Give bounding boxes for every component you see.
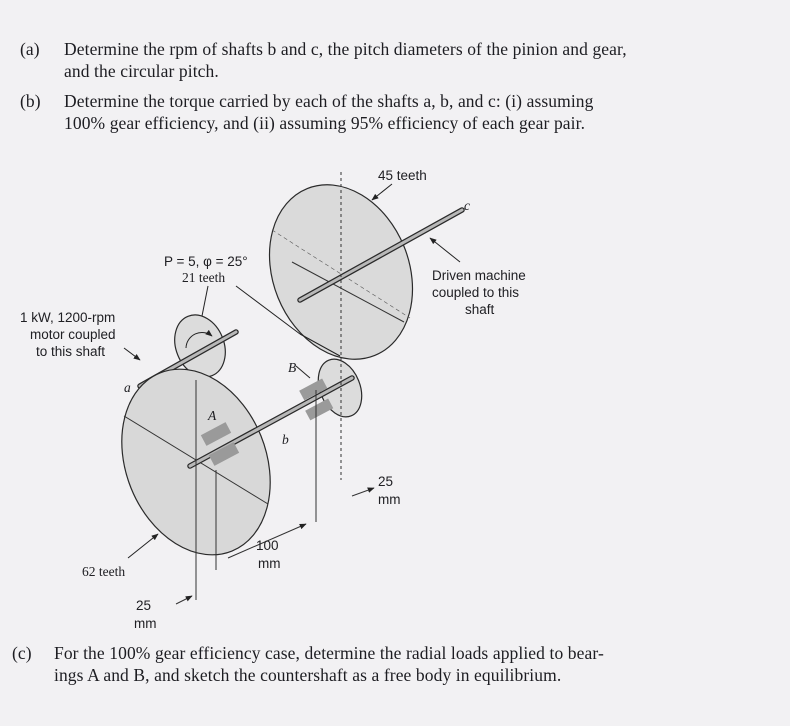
- gear-45-teeth: [268, 184, 414, 360]
- label-driven-1: Driven machine: [432, 268, 526, 283]
- gear-train-figure: 45 teeth c Driven machine coupled to thi…: [20, 168, 526, 631]
- question-c-text: For the 100% gear efficiency case, deter…: [54, 642, 694, 686]
- label-shaft-c: c: [464, 198, 470, 213]
- label-driven-2: coupled to this: [432, 285, 519, 300]
- label-motor-1: 1 kW, 1200-rpm: [20, 310, 115, 325]
- question-b-text: Determine the torque carried by each of …: [64, 90, 704, 134]
- question-c-line2: ings A and B, and sketch the countershaf…: [54, 665, 562, 685]
- leader-lines: [123, 183, 461, 559]
- label-dim-25-top: 25: [378, 474, 393, 489]
- label-shaft-a: a: [124, 380, 131, 395]
- label-driven-3: shaft: [465, 302, 495, 317]
- question-b-line2: 100% gear efficiency, and (ii) assuming …: [64, 113, 586, 133]
- label-shaft-b: b: [282, 432, 289, 447]
- label-21-teeth: 21 teeth: [182, 270, 225, 285]
- bearing-B: [299, 378, 334, 421]
- question-a-line1: Determine the rpm of shafts b and c, the…: [64, 39, 627, 59]
- question-b-line1: Determine the torque carried by each of …: [64, 91, 594, 111]
- question-b-label: (b): [20, 91, 41, 111]
- label-dim-mm-bot: mm: [134, 616, 157, 631]
- label-motor-3: to this shaft: [36, 344, 105, 359]
- dimension-lines: [175, 172, 375, 605]
- question-a-label: (a): [20, 39, 40, 59]
- label-dim-100: 100: [256, 538, 279, 553]
- label-dim-mm-mid: mm: [258, 556, 281, 571]
- label-dim-mm-top: mm: [378, 492, 401, 507]
- question-a-line2: and the circular pitch.: [64, 61, 219, 81]
- bearing-A: [200, 422, 240, 466]
- question-c-line1: For the 100% gear efficiency case, deter…: [54, 643, 604, 663]
- label-pitch: P = 5, φ = 25°: [164, 254, 248, 269]
- label-motor-2: motor coupled: [30, 327, 116, 342]
- question-c-label: (c): [12, 643, 32, 663]
- label-bearing-A: A: [207, 408, 217, 423]
- label-dim-25-bot: 25: [136, 598, 151, 613]
- label-bearing-B: B: [288, 360, 296, 375]
- label-45-teeth: 45 teeth: [378, 168, 427, 183]
- question-a-text: Determine the rpm of shafts b and c, the…: [64, 38, 704, 82]
- label-62-teeth: 62 teeth: [82, 564, 125, 579]
